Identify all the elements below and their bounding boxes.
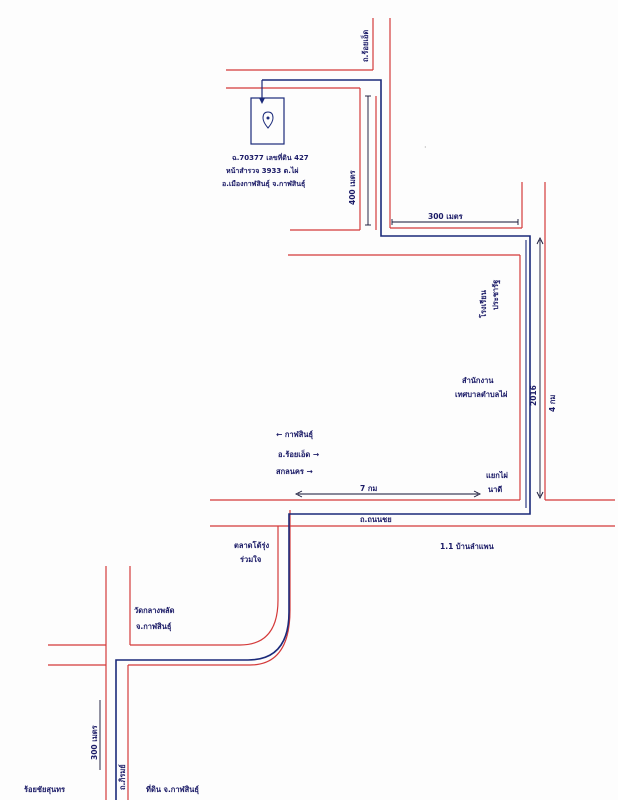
- land-office-label: ที่ดิน จ.กาฬสินธุ์: [146, 783, 199, 794]
- top-road-label: ถ.ร้อยเอ็ด: [360, 30, 370, 62]
- arrow-icon: [536, 491, 544, 500]
- road-edge: [128, 510, 291, 666]
- office-line-1: สำนักงาน: [462, 376, 494, 385]
- direction-kalasin: ← กาฬสินธุ์: [276, 430, 313, 439]
- location-pin-icon: [262, 111, 274, 129]
- road-2016-label: 2016: [529, 385, 538, 406]
- direction-sakon: สกลนคร →: [276, 467, 313, 476]
- road-edge: [130, 526, 279, 646]
- temple-line-1: วัดกลางพลัด: [134, 606, 175, 615]
- bottom-road-label: ถ.ภิรมย์: [118, 764, 127, 790]
- arrow-icon: [473, 490, 482, 498]
- arrow-icon: [294, 490, 303, 498]
- direction-roiet: อ.ร้อยเอ็ด →: [278, 449, 319, 459]
- distance-4km-label: 4 กม: [548, 395, 557, 412]
- parcel-line-1: ฉ.70377 เลขที่ดิน 427: [232, 152, 309, 162]
- main-road-label: ถ.ถนนชย: [360, 515, 392, 524]
- temple-line-2: จ.กาฬสินธุ์: [136, 622, 172, 631]
- junction-line-1: แยกไผ่: [486, 470, 508, 480]
- village-label: 1.1 บ้านลำแพน: [440, 542, 495, 551]
- road-edges: [48, 18, 615, 800]
- parcel-line-2: หน้าสำรวจ 3933 ต.ไผ่: [226, 166, 299, 175]
- parcel-line-3: อ.เมืองกาฬสินธุ์ จ.กาฬสินธุ์: [222, 179, 305, 188]
- distance-300-bottom-label: 300 เมตร: [90, 724, 99, 760]
- shop-left-label: ร้อยชัยสุนทร: [24, 785, 66, 794]
- route-line: [115, 79, 531, 800]
- school-line-2: ประชารัฐ: [491, 280, 501, 310]
- route-path: [115, 79, 531, 800]
- distance-7km-label: 7 กม: [360, 484, 377, 493]
- distance-400-label: 400 เมตร: [348, 169, 357, 205]
- distance-300-label: 300 เมตร: [428, 212, 464, 221]
- market-line-1: ตลาดโต้รุ่ง: [234, 540, 269, 550]
- parcel-box: [250, 97, 285, 145]
- junction-line-2: นาดี: [488, 485, 502, 494]
- dimension-lines: [99, 95, 544, 770]
- labels: ถ.ร้อยเอ็ด ฉ.70377 เลขที่ดิน 427 หน้าสำร…: [24, 30, 557, 794]
- arrow-icon: [259, 98, 265, 104]
- pencil-mark: ·: [424, 143, 427, 152]
- office-line-2: เทศบาลตำบลไผ่: [455, 389, 507, 399]
- market-line-2: ร่วมใจ: [240, 555, 261, 564]
- school-line-1: โรงเรียน: [478, 289, 488, 319]
- arrow-icon: [536, 236, 544, 245]
